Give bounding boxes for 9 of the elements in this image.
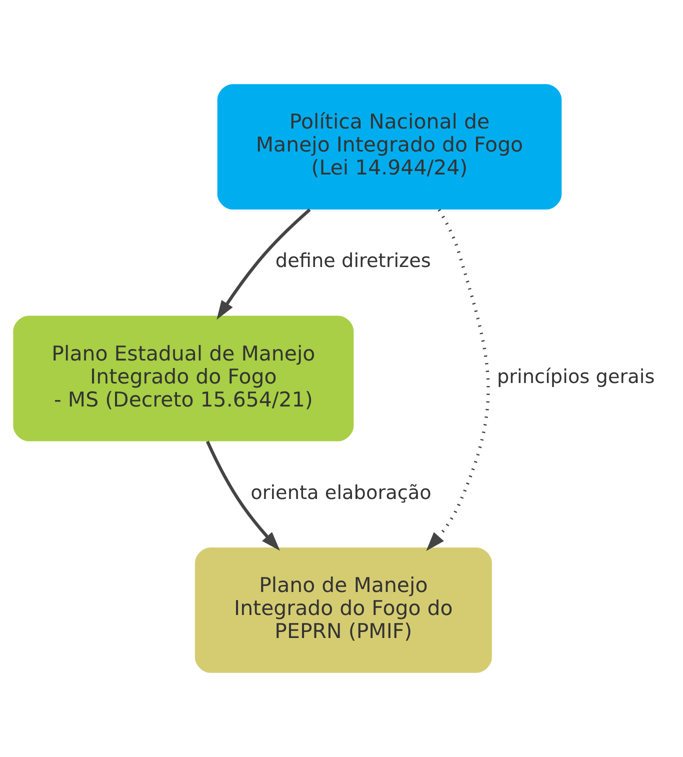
arrow	[206, 440, 280, 551]
node-box: Política Nacional de Manejo Integrado do Fogo (Lei 14.944/24)	[217, 84, 562, 210]
edge-label: princípios gerais	[496, 364, 655, 388]
edge-label: orienta elaboração	[250, 480, 432, 504]
edge-label: define diretrizes	[275, 249, 431, 272]
arrow	[216, 208, 311, 320]
node-box: Plano Estadual de Manejo Integrado do Fogo - MS (Decreto 15.654/21)	[13, 316, 354, 442]
node-box: Plano de Manejo Integrado do Fogo do PEPRN (PMIF)	[194, 547, 492, 673]
arrow	[426, 209, 490, 551]
